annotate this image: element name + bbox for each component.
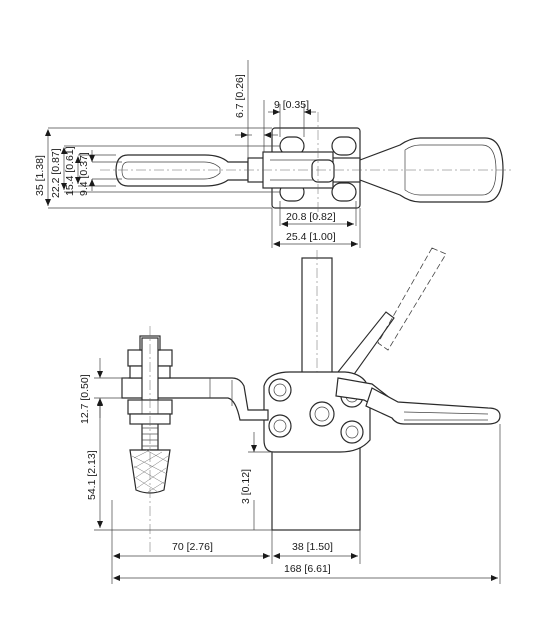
pivot-upper-left bbox=[268, 378, 292, 402]
dim-slot-span: 9.4 [0.37] bbox=[78, 152, 90, 196]
dim-overall-length: 168 [6.61] bbox=[284, 563, 331, 575]
side-view bbox=[121, 247, 501, 552]
top-pivot-pin bbox=[311, 159, 335, 183]
mount-hole-top-right bbox=[331, 136, 357, 156]
dim-overall-height: 35 [1.38] bbox=[34, 155, 46, 196]
side-base-block bbox=[271, 447, 361, 531]
pivot-lower-left bbox=[268, 414, 292, 438]
top-view bbox=[100, 112, 512, 220]
dim-base-depth: 38 [1.50] bbox=[292, 541, 333, 553]
top-dimensions bbox=[45, 60, 361, 248]
dim-base-width: 20.8 [0.82] bbox=[286, 211, 336, 223]
dim-hole-offset: 6.7 [0.26] bbox=[234, 74, 246, 118]
side-handle bbox=[365, 387, 501, 425]
top-clamp-arm bbox=[115, 154, 249, 187]
dim-handle-span: 15.4 [0.61] bbox=[64, 146, 76, 196]
dim-reach-height: 54.1 [2.13] bbox=[86, 450, 98, 500]
dim-spindle-height: 12.7 [0.50] bbox=[79, 374, 91, 424]
pivot-lower-right bbox=[340, 420, 364, 444]
pivot-center bbox=[309, 401, 335, 427]
handle-open-position bbox=[377, 247, 447, 351]
dim-reach: 70 [2.76] bbox=[172, 541, 213, 553]
mount-hole-bottom-right bbox=[331, 182, 357, 202]
side-dimensions bbox=[94, 358, 501, 584]
dim-hole-span: 22.2 [0.87] bbox=[50, 148, 62, 198]
dim-base-thickness: 3 [0.12] bbox=[240, 469, 252, 504]
dim-base-length: 25.4 [1.00] bbox=[286, 231, 336, 243]
arm-slot bbox=[121, 161, 221, 180]
dim-hole-width: 9 [0.35] bbox=[274, 99, 309, 111]
